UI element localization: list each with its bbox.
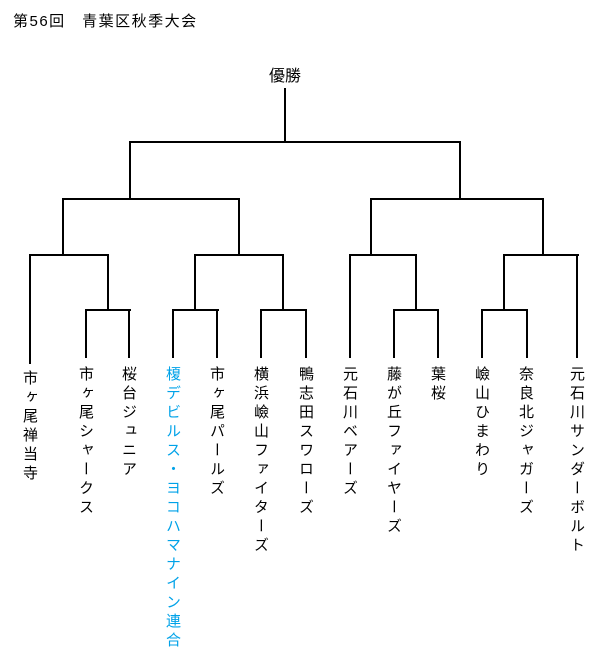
- final-right-connector-line: [459, 141, 461, 200]
- quarterfinal-match-line: [349, 254, 417, 256]
- team-line-3: [128, 309, 130, 358]
- team-label-11: 嶮山ひまわり: [473, 366, 490, 480]
- team-label-2: 市ヶ尾シャークス: [77, 366, 94, 518]
- semifinal-right-match-line: [370, 198, 544, 200]
- semifinal-connector-line: [370, 198, 372, 256]
- team-line-6: [260, 309, 262, 358]
- semifinal-connector-line: [542, 198, 544, 256]
- team-label-10: 葉桜: [429, 366, 446, 404]
- team-label-6: 横浜嶮山ファイターズ: [252, 366, 269, 556]
- team-label-12: 奈良北ジャガーズ: [517, 366, 534, 518]
- page-title: 第56回 青葉区秋季大会: [13, 13, 198, 30]
- team-label-7: 鴨志田スワローズ: [297, 366, 314, 518]
- final-left-connector-line: [129, 141, 131, 200]
- semifinal-connector-line: [238, 198, 240, 256]
- team-line-2: [85, 309, 87, 358]
- team-label-3: 桜台ジュニア: [120, 366, 137, 480]
- quarterfinal-connector-line: [107, 254, 109, 311]
- team-line-10: [437, 309, 439, 358]
- team-line-13: [576, 254, 578, 358]
- quarterfinal-match-line: [29, 254, 109, 256]
- first-round-match-line: [393, 309, 439, 311]
- quarterfinal-connector-line: [503, 254, 505, 311]
- quarterfinal-match-line: [503, 254, 579, 256]
- semifinal-left-match-line: [62, 198, 240, 200]
- champion-label: 優勝: [268, 68, 301, 85]
- team-line-5: [216, 309, 218, 358]
- first-round-match-line: [481, 309, 528, 311]
- team-label-1: 市ヶ尾禅当寺: [21, 370, 38, 484]
- first-round-match-line: [85, 309, 131, 311]
- first-round-match-line: [260, 309, 307, 311]
- team-line-8: [349, 254, 351, 358]
- first-round-match-line: [172, 309, 219, 311]
- quarterfinal-connector-line: [415, 254, 417, 311]
- team-label-9: 藤が丘ファイヤーズ: [385, 366, 402, 537]
- team-line-4: [172, 309, 174, 358]
- team-line-1: [29, 254, 31, 364]
- team-line-9: [393, 309, 395, 358]
- team-label-8: 元石川ベアーズ: [341, 366, 358, 499]
- team-label-13: 元石川サンダーボルト: [568, 366, 585, 556]
- quarterfinal-connector-line: [194, 254, 196, 311]
- team-label-4: 榎デビルス・ヨコハマナイン連合: [164, 366, 181, 651]
- quarterfinal-connector-line: [282, 254, 284, 311]
- team-label-5: 市ヶ尾パールズ: [208, 366, 225, 499]
- semifinal-connector-line: [62, 198, 64, 256]
- team-line-11: [481, 309, 483, 358]
- team-line-7: [305, 309, 307, 358]
- quarterfinal-match-line: [194, 254, 284, 256]
- team-line-12: [526, 309, 528, 358]
- final-match-line: [129, 141, 461, 143]
- champion-connector-line: [284, 88, 286, 142]
